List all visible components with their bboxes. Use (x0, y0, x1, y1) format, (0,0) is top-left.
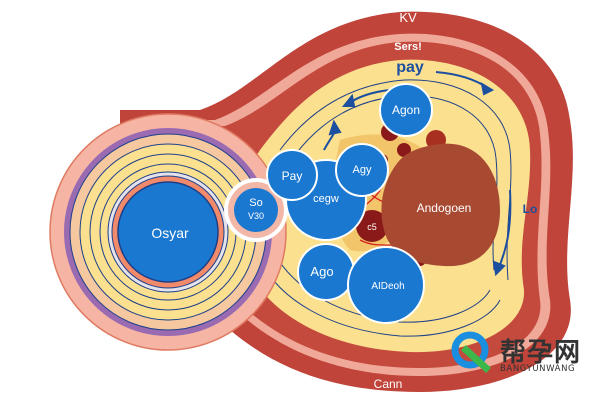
label-small-ring-2: V30 (248, 211, 264, 221)
label-flow: pay (396, 59, 424, 76)
watermark-english: BANGYUNWANG (500, 364, 576, 374)
bubble-top (379, 83, 433, 137)
bubble-top-left (266, 149, 318, 201)
left-follicle (49, 113, 287, 351)
watermark-logo: 帮孕网 BANGYUNWANG (448, 328, 598, 376)
watermark-chinese: 帮孕网 (500, 338, 582, 368)
bubble-top-right (335, 143, 389, 197)
label-dark-red-cell: c5 (367, 222, 377, 232)
label-lower-left-bubble: Ago (310, 264, 333, 279)
label-left-large: Osyar (151, 225, 189, 241)
label-small-ring-1: So (249, 197, 262, 209)
brown-mass (381, 143, 500, 267)
flow-arrows (323, 71, 512, 277)
bubbles (266, 83, 433, 324)
label-top-right-bubble: Agy (353, 164, 372, 176)
label-top-band: KV (399, 10, 417, 25)
label-second-band: Sers! (394, 41, 422, 53)
label-bottom-band: Cann (374, 377, 403, 391)
label-top-bubble: Agon (392, 103, 420, 117)
label-side: Lo (523, 202, 538, 216)
label-top-left-bubble: Pay (282, 169, 303, 183)
label-lower-bubble: AIDeoh (371, 281, 404, 292)
bubble-lower (347, 246, 425, 324)
label-center-bubble: cegw (313, 193, 339, 205)
logo-q-icon (451, 331, 491, 373)
label-brown-mass: Andogoen (417, 201, 472, 215)
small-ring-core (234, 188, 278, 232)
